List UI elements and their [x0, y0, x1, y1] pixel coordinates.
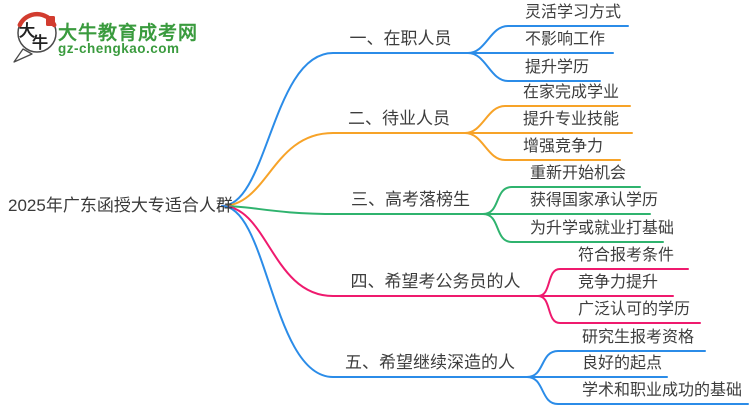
- leaf-node: 为升学或就业打基础: [530, 220, 675, 237]
- branch-node-gongwuyuan: 四、希望考公务员的人: [350, 272, 521, 291]
- branch-node-shenzao: 五、希望继续深造的人: [345, 353, 515, 372]
- branch-node-gaokao: 三、高考落榜生: [351, 190, 470, 209]
- site-name: 大牛教育成考网: [58, 23, 199, 44]
- leaf-node: 灵活学习方式: [525, 4, 622, 21]
- leaf-node: 良好的起点: [582, 355, 663, 372]
- leaf-node: 符合报考条件: [578, 247, 675, 264]
- leaf-node: 提升专业技能: [523, 111, 620, 128]
- leaf-node: 增强竞争力: [523, 138, 604, 155]
- leaf-node: 在家完成学业: [523, 84, 620, 101]
- branch-4-lines: [221, 205, 701, 324]
- branch-node-zaizhi: 一、在职人员: [349, 29, 452, 48]
- leaf-node: 学术和职业成功的基础: [582, 382, 743, 399]
- branch-5-lines: [221, 205, 749, 405]
- leaf-node: 不影响工作: [525, 31, 606, 48]
- logo-bubble-icon: 大 牛: [13, 11, 57, 63]
- logo-seal: [46, 16, 55, 26]
- root-node: 2025年广东函授大专适合人群: [8, 196, 233, 215]
- leaf-node: 获得国家承认学历: [530, 192, 659, 209]
- leaf-node: 提升学历: [525, 59, 590, 76]
- branch-node-daiye: 二、待业人员: [348, 109, 450, 128]
- logo-char-niu: 牛: [32, 33, 48, 52]
- logo-char-da: 大: [19, 21, 35, 40]
- leaf-node: 广泛认可的学历: [578, 301, 691, 318]
- site-domain: gz-chengkao.com: [58, 41, 180, 56]
- leaf-node: 竞争力提升: [578, 274, 659, 291]
- leaf-node: 研究生报考资格: [582, 329, 695, 346]
- site-logo: 大 牛 大牛教育成考网 gz-chengkao.com: [10, 8, 220, 70]
- branch-2-lines: [221, 105, 633, 207]
- branch-3-lines: [221, 186, 664, 243]
- branch-1-lines: [221, 25, 629, 207]
- leaf-node: 重新开始机会: [530, 165, 627, 182]
